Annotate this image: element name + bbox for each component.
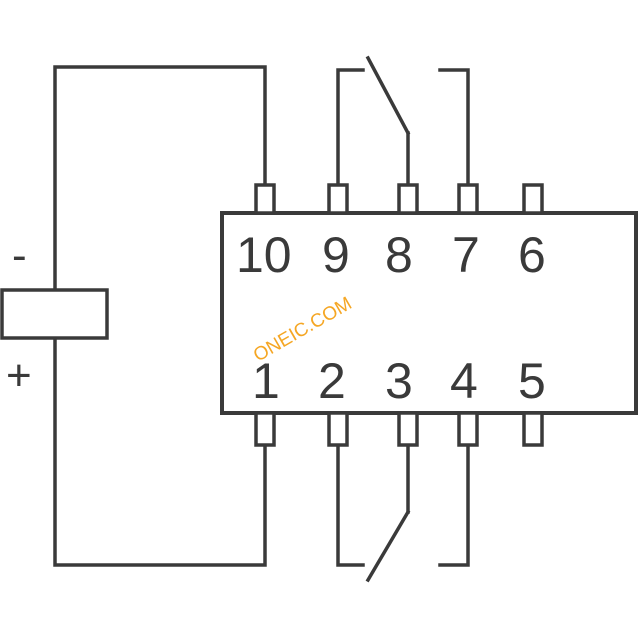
bottom-contact-wire-common: [336, 443, 365, 567]
coil-symbol: [0, 288, 109, 340]
pin-3-lead: [397, 411, 419, 447]
bottom-contact-blade: [365, 509, 411, 583]
pin-2-lead: [327, 411, 349, 447]
pin-label-8: 8: [385, 227, 413, 283]
pin-5-lead: [522, 411, 544, 447]
coil-minus-label: -: [12, 231, 27, 280]
top-contact-wire-common: [336, 68, 365, 187]
pin-9-lead: [327, 183, 349, 215]
pin-label-2: 2: [318, 353, 346, 409]
pin-6-lead: [522, 183, 544, 215]
coil-plus-label: +: [6, 351, 32, 400]
pin-label-5: 5: [518, 353, 546, 409]
pin-10-lead: [254, 183, 276, 215]
package-body: [220, 211, 638, 415]
top-contact-wire-no: [438, 68, 470, 187]
pin-label-1: 1: [252, 353, 280, 409]
pin-label-3: 3: [385, 353, 413, 409]
pin-7-lead: [457, 183, 479, 215]
top-contact-blade: [365, 55, 411, 136]
pin-label-9: 9: [322, 227, 350, 283]
pin-label-4: 4: [450, 353, 478, 409]
bottom-contact-wire-no: [438, 443, 470, 567]
pin-label-6: 6: [518, 227, 546, 283]
pin-label-7: 7: [452, 227, 480, 283]
pin-1-lead: [254, 411, 276, 447]
pin-4-lead: [457, 411, 479, 447]
pin-label-10: 10: [236, 227, 292, 283]
pin-8-lead: [397, 183, 419, 215]
